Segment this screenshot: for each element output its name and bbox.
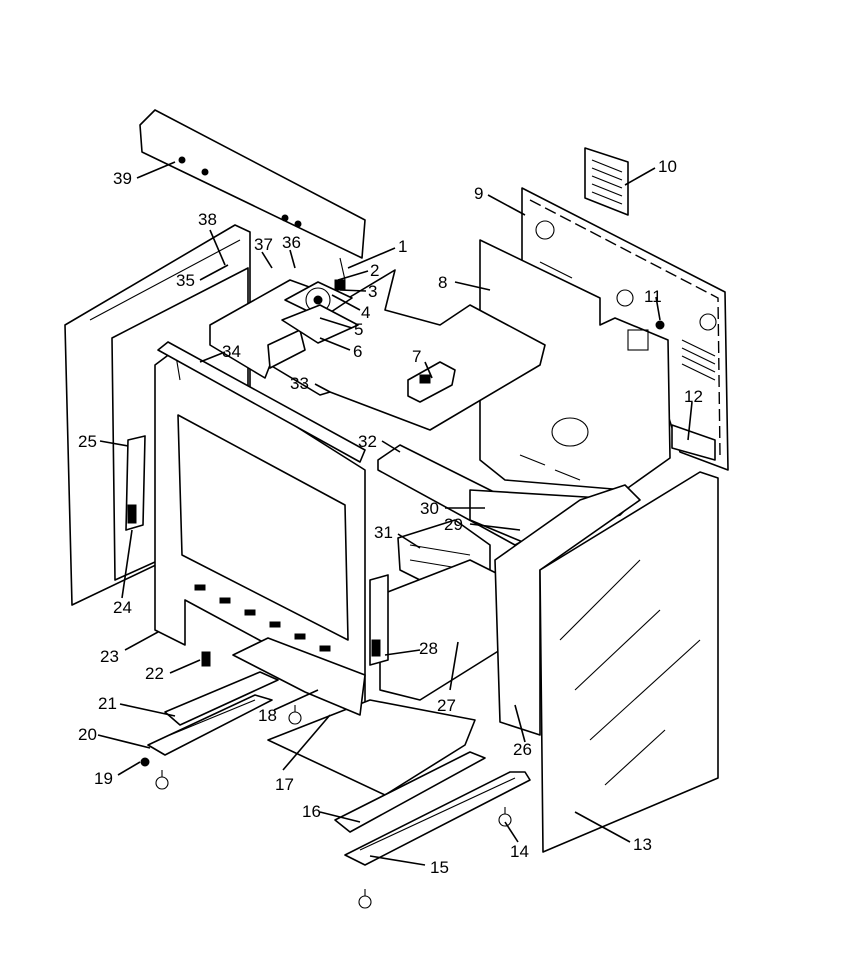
leader-lines: [97, 161, 693, 866]
side-rail-part: [671, 424, 716, 461]
left-drawer-rail-part: [147, 671, 279, 756]
top-plate-part: [209, 269, 546, 431]
callout-34: 34: [222, 342, 241, 361]
callout-23: 23: [100, 647, 119, 666]
callout-28: 28: [419, 639, 438, 658]
callout-19: 19: [94, 769, 113, 788]
door-hinge-part: [125, 435, 146, 531]
callout-13: 13: [633, 835, 652, 854]
callout-17: 17: [275, 775, 294, 794]
vent-grille-part: [584, 147, 629, 216]
callout-32: 32: [358, 432, 377, 451]
callout-12: 12: [684, 387, 703, 406]
callout-15: 15: [430, 858, 449, 877]
callout-16: 16: [302, 802, 321, 821]
callout-21: 21: [98, 694, 117, 713]
callout-3: 3: [368, 282, 377, 301]
top-trim-part: [157, 341, 366, 463]
callout-37: 37: [254, 235, 273, 254]
right-drawer-rail-part: [334, 751, 531, 866]
callout-9: 9: [474, 184, 483, 203]
callout-7: 7: [412, 347, 421, 366]
callout-35: 35: [176, 271, 195, 290]
terminal-block-part: [407, 361, 456, 403]
inner-back-panel-part: [479, 239, 671, 491]
callout-25: 25: [78, 432, 97, 451]
callout-labels: 1 2 3 4 5 6 7 8 9 10 11 12 13 14 15 16 1…: [78, 157, 703, 877]
callout-36: 36: [282, 233, 301, 252]
callout-24: 24: [113, 598, 132, 617]
callout-31: 31: [374, 523, 393, 542]
callout-2: 2: [370, 261, 379, 280]
callout-20: 20: [78, 725, 97, 744]
callout-39: 39: [113, 169, 132, 188]
kick-panel-part: [232, 637, 366, 716]
callout-6: 6: [353, 342, 362, 361]
callout-1: 1: [398, 237, 407, 256]
callout-4: 4: [361, 303, 370, 322]
callout-10: 10: [658, 157, 677, 176]
callout-29: 29: [444, 515, 463, 534]
right-hinge-part: [369, 574, 389, 666]
callout-38: 38: [198, 210, 217, 229]
oven-floor-part: [379, 559, 501, 701]
callout-5: 5: [354, 320, 363, 339]
callout-33: 33: [290, 374, 309, 393]
right-side-panel-part: [494, 484, 641, 736]
control-panel-part: [139, 109, 366, 259]
hardware-parts: [140, 320, 665, 909]
callout-26: 26: [513, 740, 532, 759]
callout-27: 27: [437, 696, 456, 715]
callout-22: 22: [145, 664, 164, 683]
callout-18: 18: [258, 706, 277, 725]
callout-11: 11: [644, 287, 662, 306]
burner-assembly-part: [281, 257, 359, 344]
side-glass-panel-part: [539, 471, 719, 853]
callout-14: 14: [510, 842, 529, 861]
callout-8: 8: [438, 273, 447, 292]
callout-30: 30: [420, 499, 439, 518]
